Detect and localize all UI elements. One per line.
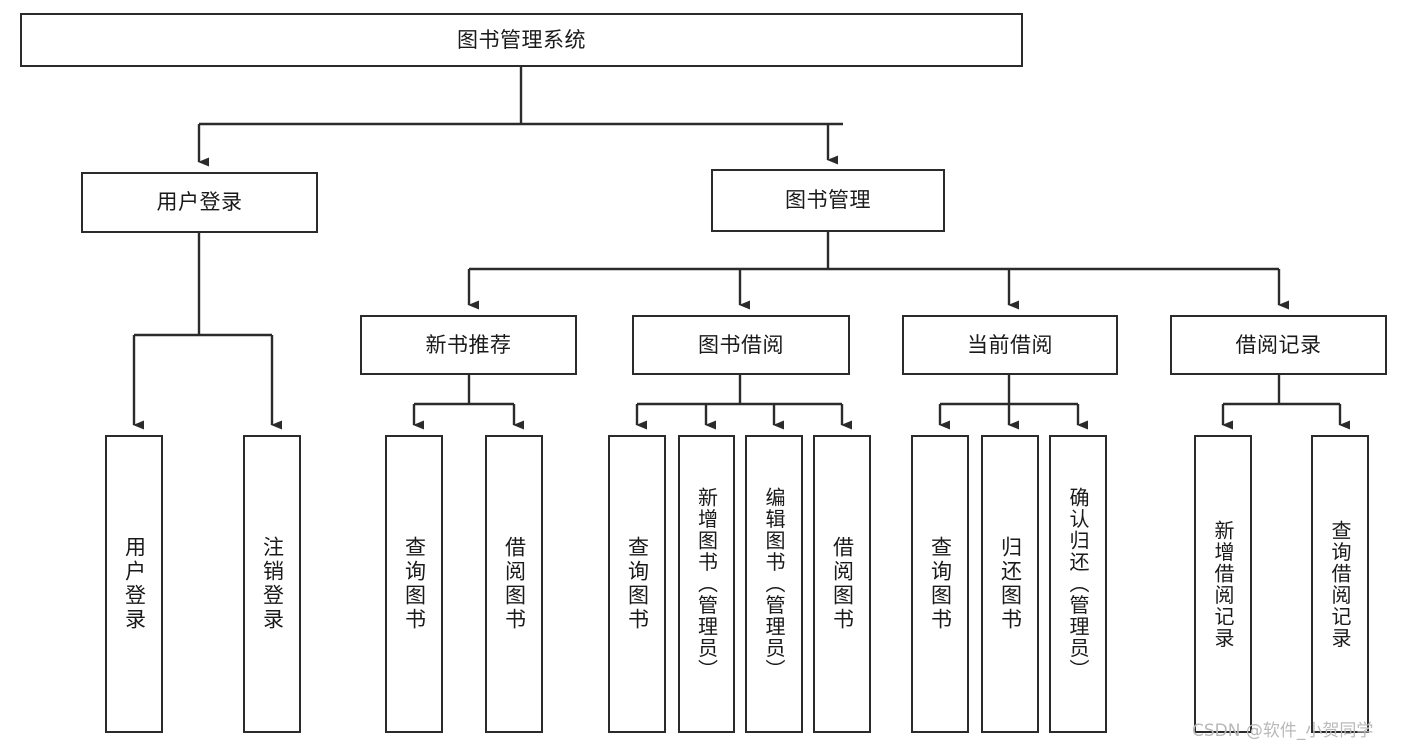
node-root-book-management-system[interactable]: 图书管理系统 (20, 13, 1023, 67)
node-label: 编辑图书（管理员） (762, 487, 786, 681)
node-leaf-query-book-recommend[interactable]: 查询图书 (385, 435, 443, 733)
node-leaf-query-book-borrow[interactable]: 查询图书 (608, 435, 666, 733)
node-label: 新书推荐 (425, 332, 512, 357)
node-leaf-user-login[interactable]: 用户登录 (105, 435, 163, 733)
node-label: 归还图书 (998, 536, 1023, 632)
node-label: 图书借阅 (698, 332, 784, 357)
node-label: 查询图书 (625, 536, 650, 632)
node-leaf-logout[interactable]: 注销登录 (243, 435, 301, 733)
node-book-management[interactable]: 图书管理 (711, 169, 945, 232)
node-leaf-confirm-return-admin[interactable]: 确认归还（管理员） (1049, 435, 1107, 733)
node-current-borrow[interactable]: 当前借阅 (902, 315, 1118, 375)
node-leaf-return-book[interactable]: 归还图书 (981, 435, 1039, 733)
node-leaf-query-book-current[interactable]: 查询图书 (911, 435, 969, 733)
node-label: 新增借阅记录 (1211, 519, 1235, 649)
node-label: 图书管理 (785, 188, 871, 213)
node-label: 确认归还（管理员） (1066, 487, 1090, 681)
node-label: 查询图书 (928, 536, 953, 632)
node-label: 图书管理系统 (457, 27, 586, 52)
node-leaf-borrow-book-recommend[interactable]: 借阅图书 (485, 435, 543, 733)
node-leaf-query-borrow-record[interactable]: 查询借阅记录 (1311, 435, 1369, 733)
node-label: 新增图书（管理员） (694, 487, 719, 681)
node-label: 用户登录 (122, 536, 147, 632)
node-leaf-borrow-book[interactable]: 借阅图书 (813, 435, 871, 733)
node-leaf-edit-book-admin[interactable]: 编辑图书（管理员） (745, 435, 803, 733)
node-label: 注销登录 (260, 536, 285, 632)
node-label: 借阅图书 (502, 536, 527, 632)
node-leaf-add-book-admin[interactable]: 新增图书（管理员） (678, 435, 735, 733)
node-user-login[interactable]: 用户登录 (81, 172, 318, 233)
node-label: 用户登录 (156, 190, 243, 215)
watermark-text: CSDN @软件_小贺同学 (1192, 721, 1374, 741)
node-borrow-record[interactable]: 借阅记录 (1170, 315, 1387, 375)
node-label: 借阅图书 (830, 536, 855, 632)
node-label: 查询图书 (402, 536, 427, 632)
node-label: 查询借阅记录 (1328, 519, 1352, 649)
node-label: 借阅记录 (1235, 332, 1322, 357)
node-leaf-add-borrow-record[interactable]: 新增借阅记录 (1194, 435, 1252, 733)
node-label: 当前借阅 (967, 332, 1053, 357)
node-book-borrow[interactable]: 图书借阅 (632, 315, 850, 375)
node-new-book-recommend[interactable]: 新书推荐 (360, 315, 577, 375)
